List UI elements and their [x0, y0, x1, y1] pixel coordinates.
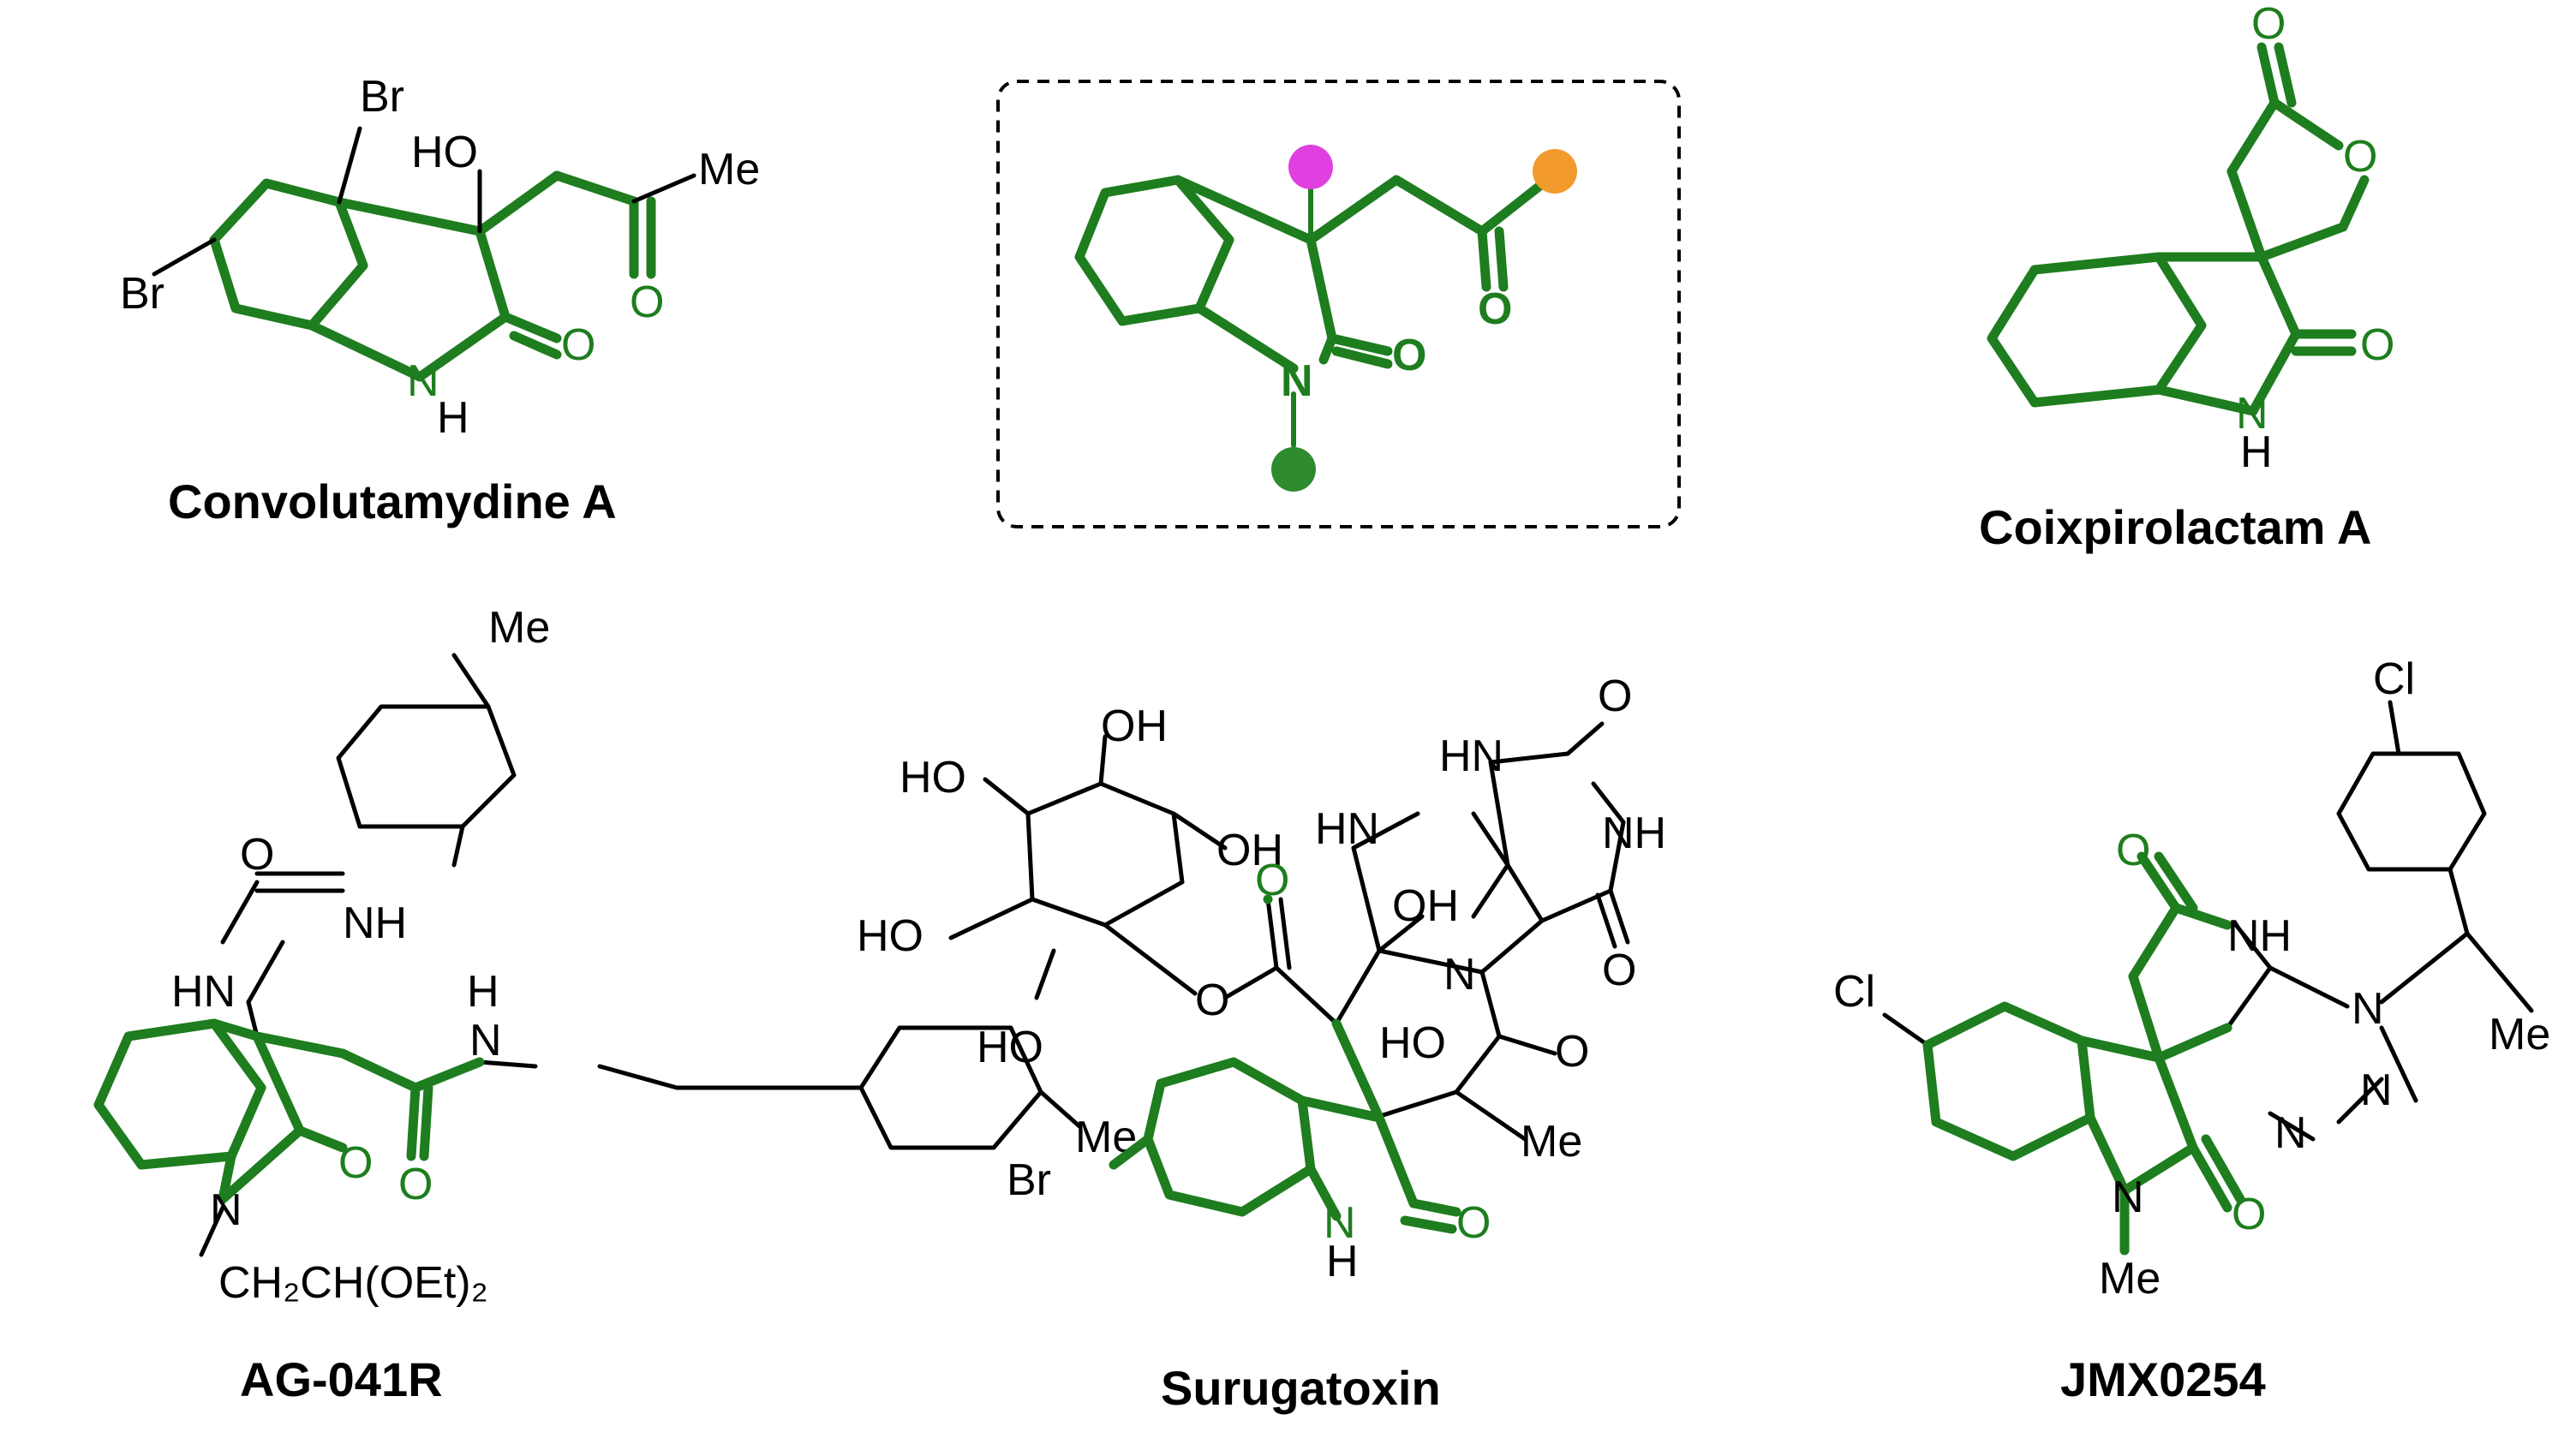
- ring-nitrogen-label: N: [2112, 1173, 2144, 1222]
- coixpirolactam-a-structure: O O O N H Coixpirolactam A: [1979, 0, 2394, 554]
- pyrimidine-oxygen-label: O: [1602, 946, 1636, 995]
- triazole-nitrogen-label: N: [2360, 1065, 2393, 1115]
- central-nitrogen-label: N: [1443, 950, 1476, 999]
- urea-nh-label: NH: [343, 898, 407, 948]
- pyrimidine-oxygen-label: O: [1598, 671, 1632, 721]
- n-methyl-label: Me: [2099, 1254, 2161, 1304]
- lactone-ring-oxygen-label: O: [2343, 132, 2377, 182]
- chlorine-atom-label: Cl: [2373, 654, 2415, 704]
- pyrimidine-nh-label: NH: [1602, 809, 1666, 858]
- lower-hydroxyl-label: HO: [1379, 1018, 1446, 1068]
- green-substituent-sphere: [1271, 447, 1316, 492]
- ring-hn-label: HN: [1315, 804, 1379, 854]
- compound-name-convolutamydine: Convolutamydine A: [168, 474, 617, 528]
- compound-name-jmx0254: JMX0254: [2060, 1352, 2266, 1406]
- hydroxyl-label: HO: [857, 911, 923, 961]
- convolutamydine-a-structure: Br Br HO Me O N H O Convolutamydine A: [120, 72, 760, 528]
- lower-oxygen-label: O: [1555, 1027, 1589, 1077]
- oxindole-core-scaffold: N O O: [996, 80, 1681, 528]
- hydroxyl-label: OH: [1101, 701, 1168, 751]
- magenta-substituent-sphere: [1288, 145, 1333, 189]
- methyl-label: Me: [488, 603, 550, 653]
- methyl-label: Me: [2489, 1010, 2550, 1059]
- nitrogen-label: N: [1281, 356, 1313, 406]
- amide-oxygen-label: O: [398, 1160, 433, 1209]
- bromine-atom-label: Br: [1007, 1155, 1051, 1205]
- compound-name-surugatoxin: Surugatoxin: [1161, 1361, 1441, 1415]
- triazole-nitrogen-label: N: [2274, 1108, 2307, 1158]
- hydroxyl-label: HO: [900, 753, 966, 803]
- hn-label: HN: [171, 967, 236, 1017]
- amide-hydrogen-label: H: [467, 967, 499, 1017]
- orange-substituent-sphere: [1533, 149, 1577, 194]
- ester-carbonyl-oxygen-label: O: [1255, 856, 1289, 905]
- lactam-oxygen-label: O: [2232, 1190, 2266, 1239]
- urea-oxygen-label: O: [240, 830, 274, 880]
- lactam-nitrogen-label: N: [2236, 389, 2268, 439]
- compound-name-ag041r: AG-041R: [240, 1352, 443, 1406]
- lactam-oxygen-label: O: [561, 320, 595, 370]
- amide-nh-label: NH: [2227, 911, 2292, 961]
- carbonyl-oxygen-label: O: [1478, 284, 1512, 334]
- ester-oxygen-label: O: [1195, 976, 1229, 1025]
- pyrimidine-hn-label: HN: [1439, 731, 1503, 781]
- chlorine-atom-label: Cl: [1833, 967, 1875, 1017]
- surugatoxin-structure: HO OH OH HO HO O O HN O NH O HN OH N HO …: [857, 671, 1666, 1415]
- hydroxyl-label: HO: [977, 1023, 1043, 1072]
- bromine-atom-label: Br: [120, 269, 164, 319]
- lactam-nitrogen-label: N: [1324, 1198, 1356, 1248]
- lactam-hydrogen-label: H: [2240, 427, 2273, 477]
- hydroxyl-label: OH: [1216, 826, 1283, 875]
- ag-041r-structure: Me O NH HN H N O O N Me CH₂CH(OEt)₂ AG-0…: [93, 603, 1137, 1406]
- lactone-carbonyl-oxygen-label: O: [2251, 0, 2286, 49]
- carbonyl-oxygen-label: O: [2116, 826, 2150, 875]
- central-hydroxyl-label: OH: [1392, 881, 1459, 931]
- hydroxyl-label: HO: [411, 128, 478, 177]
- lactam-oxygen-label: O: [2360, 320, 2394, 370]
- ring-nitrogen-label: N: [210, 1185, 242, 1235]
- methyl-label: Me: [1521, 1117, 1582, 1167]
- lactam-hydrogen-label: H: [1326, 1237, 1359, 1286]
- lactam-oxygen-label: O: [1392, 331, 1426, 380]
- compound-name-coixpirolactam: Coixpirolactam A: [1979, 500, 2371, 554]
- lactam-hydrogen-label: H: [437, 393, 469, 443]
- lactam-nitrogen-label: N: [407, 356, 439, 406]
- ketone-oxygen-label: O: [630, 277, 664, 327]
- lactam-oxygen-label: O: [338, 1138, 373, 1188]
- bromine-atom-label: Br: [360, 72, 404, 122]
- methyl-label: Me: [698, 145, 760, 194]
- lactam-oxygen-label: O: [1456, 1198, 1491, 1248]
- triazole-nitrogen-label: N: [2352, 984, 2384, 1034]
- dashed-frame: [996, 80, 1681, 528]
- amide-nitrogen-label: N: [469, 1016, 502, 1065]
- jmx0254-structure: Cl O NH N Me Cl N N N O Me JMX0254: [1833, 654, 2550, 1406]
- acetal-substituent-label: CH₂CH(OEt)₂: [218, 1258, 488, 1308]
